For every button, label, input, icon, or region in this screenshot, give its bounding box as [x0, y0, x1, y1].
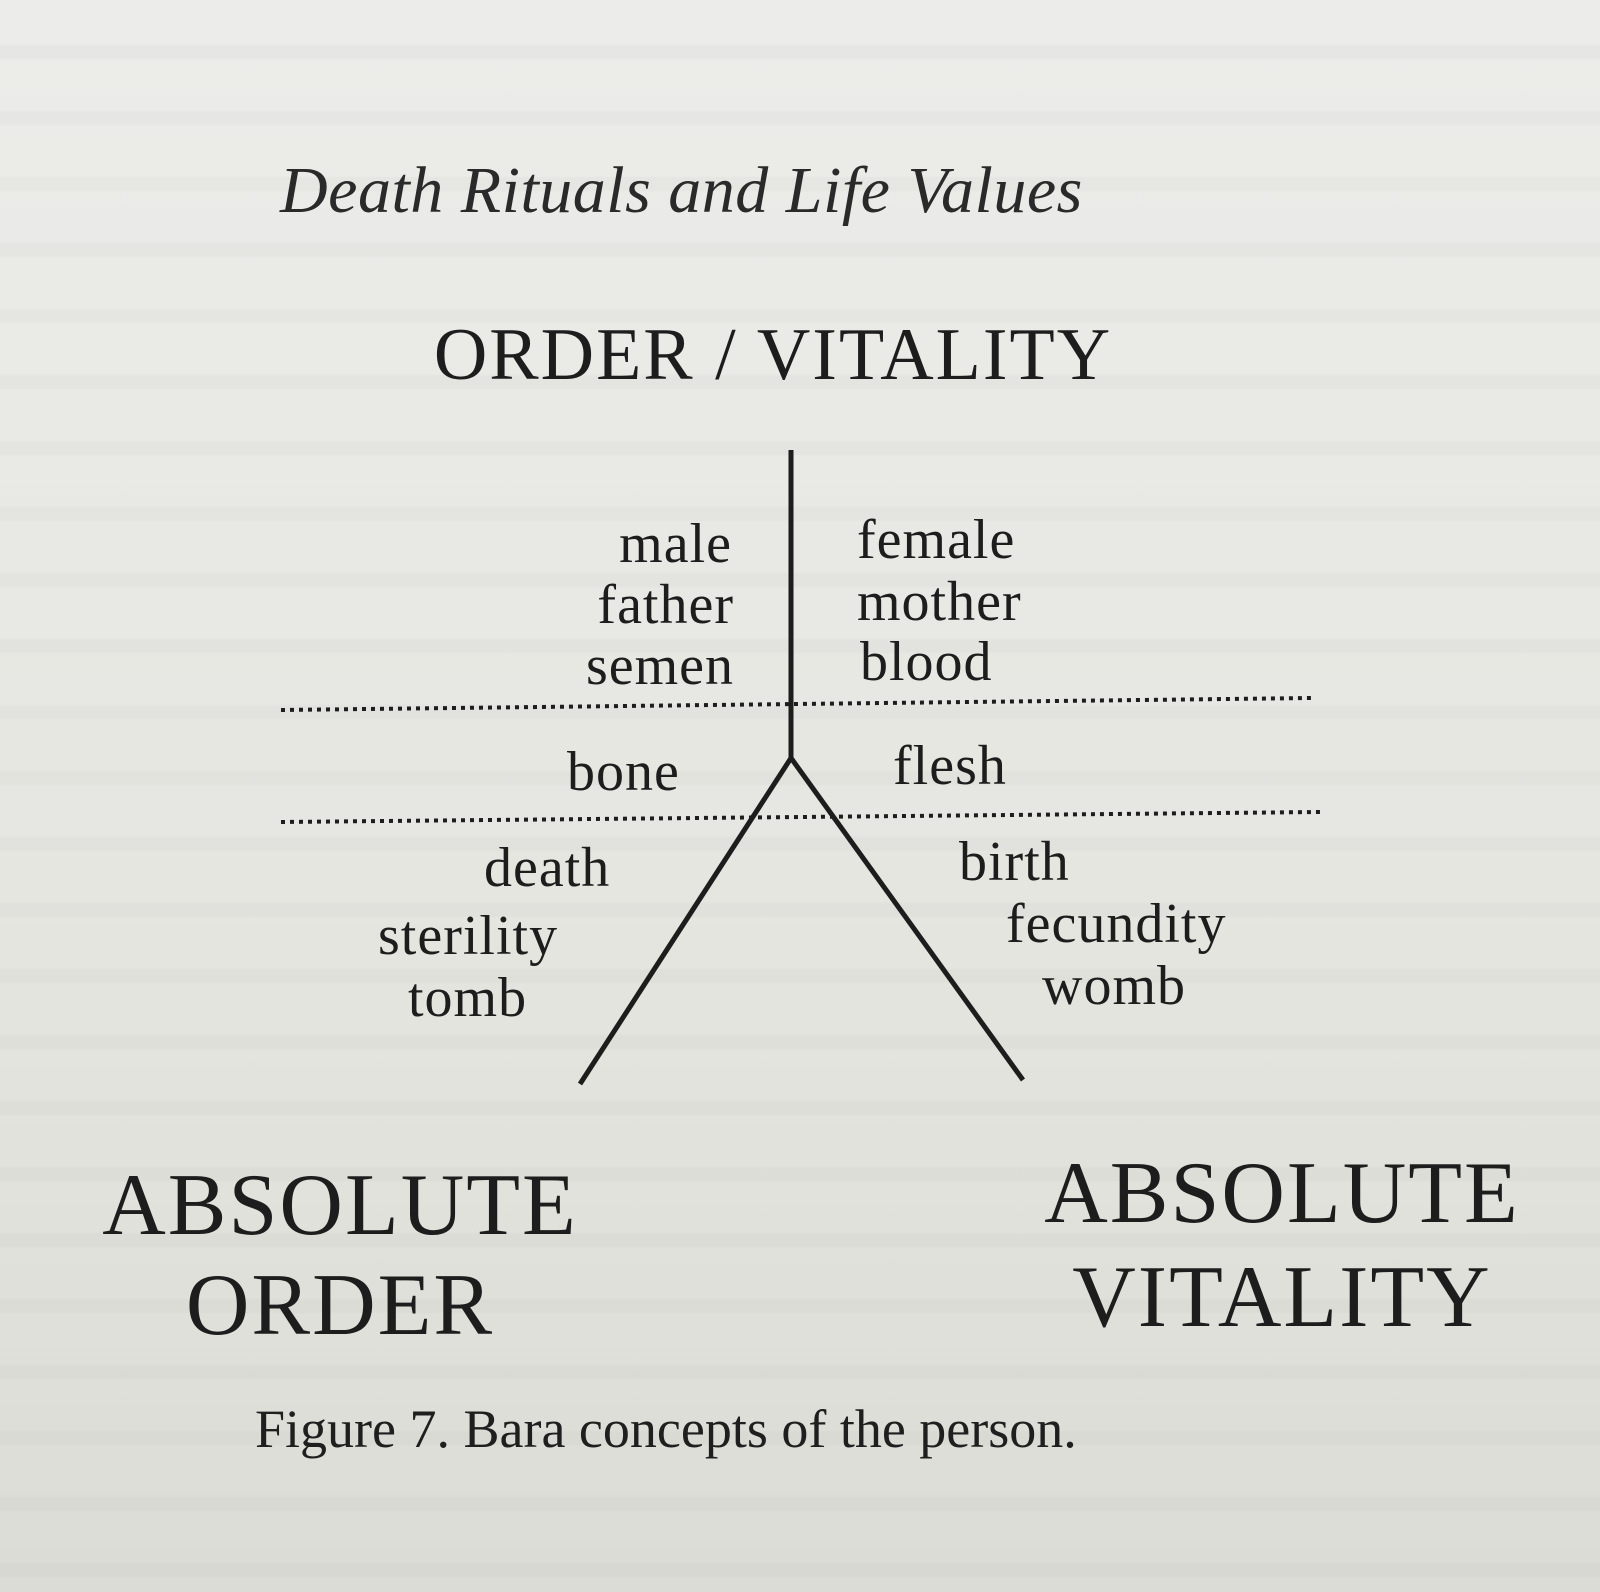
term-father: father [597, 574, 734, 636]
left-branch-line [577, 756, 794, 1086]
term-bone: bone [567, 741, 680, 803]
term-womb: womb [1042, 955, 1186, 1017]
term-death: death [484, 837, 611, 899]
term-tomb: tomb [408, 967, 528, 1029]
term-sterility: sterility [378, 905, 559, 967]
diagram-top-title: ORDER / VITALITY [433, 314, 1113, 396]
term-flesh: flesh [893, 735, 1007, 797]
right-branch-line [788, 756, 1026, 1082]
absolute-vitality-line-2: VITALITY [1072, 1249, 1492, 1346]
absolute-order-line-2: ORDER [185, 1257, 495, 1354]
term-female: female [857, 509, 1016, 571]
upper-dotted-divider [280, 696, 1313, 712]
term-male: male [619, 513, 732, 575]
term-birth: birth [959, 831, 1070, 893]
term-blood: blood [860, 631, 993, 693]
absolute-vitality-line-1: ABSOLUTE [1044, 1145, 1520, 1242]
term-mother: mother [857, 571, 1022, 633]
term-fecundity: fecundity [1006, 893, 1227, 955]
figure-caption: Figure 7. Bara concepts of the person. [255, 1399, 1077, 1459]
lower-dotted-divider [280, 810, 1322, 824]
term-semen: semen [585, 635, 734, 697]
absolute-order-line-1: ABSOLUTE [102, 1157, 578, 1254]
running-head: Death Rituals and Life Values [280, 154, 1083, 227]
